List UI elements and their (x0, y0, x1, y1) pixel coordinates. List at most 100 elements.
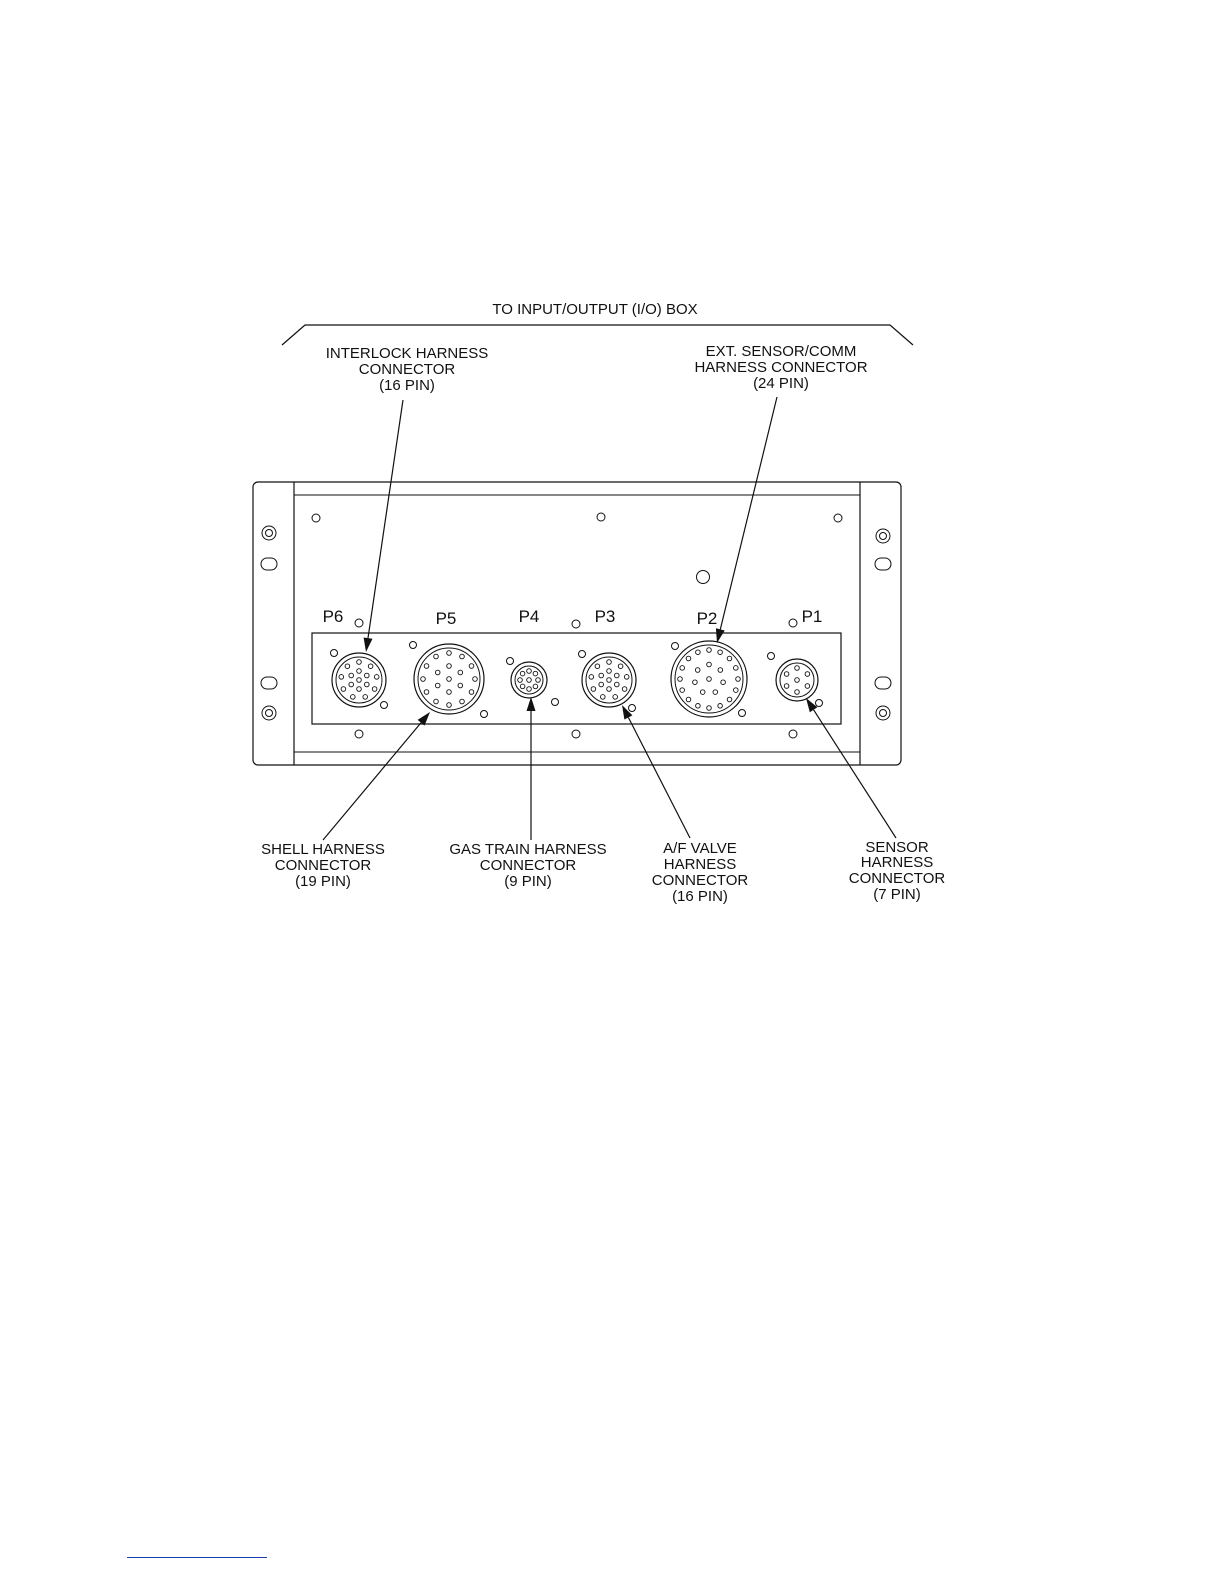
gas-train-callout-line-1: GAS TRAIN HARNESS (449, 841, 606, 858)
connector-p2-pin (707, 662, 712, 667)
connector-p4-pin (536, 678, 541, 683)
connector-p4-pin (518, 678, 523, 683)
connector-mount-hole (410, 642, 417, 649)
connector-mount-hole (381, 702, 388, 709)
connector-p2-pin (734, 688, 739, 693)
connector-p3-pin (599, 682, 604, 687)
leader-ext-sensor-arrowhead (716, 628, 725, 643)
connector-p5-pin (469, 664, 474, 669)
connector-p5-pin (447, 664, 452, 669)
connector-p2-pin (680, 688, 685, 693)
connector-p3-pin (607, 660, 612, 665)
connector-p1-pin (795, 666, 800, 671)
connector-p6-pin (341, 687, 346, 692)
connector-p2-pin (686, 656, 691, 661)
connector-p3-pin (607, 687, 612, 692)
connector-p5-pin (447, 677, 452, 682)
gas-train-callout-line-2: CONNECTOR (480, 857, 577, 874)
connector-p2-pin (696, 650, 701, 655)
connector-p1-pin (805, 672, 810, 677)
connector-mount-hole (768, 653, 775, 660)
connector-p2-pin (678, 677, 683, 682)
connector-p3-pin (615, 682, 620, 687)
leader-interlock-line (368, 400, 403, 638)
connector-p6-pin (357, 660, 362, 665)
connector-p5-pin (460, 699, 465, 704)
io-box-bracket (282, 325, 913, 345)
connector-p5-pin (447, 703, 452, 708)
connector-p2-pin (695, 668, 700, 673)
connector-p2 (671, 641, 747, 717)
connector-p5-pin (424, 664, 429, 669)
connector-p1-pin (805, 684, 810, 689)
connector-p5-pin (435, 683, 440, 688)
connector-p2-pin (707, 677, 712, 682)
connector-p6 (332, 653, 386, 707)
connector-p5-pin (447, 690, 452, 695)
sensor-callout-line-3: CONNECTOR (849, 870, 946, 887)
connector-mount-hole (552, 699, 559, 706)
connector-p2-pin (707, 648, 712, 653)
connector-p3-pin (601, 695, 606, 700)
connector-p6-pin (368, 664, 373, 669)
connector-p6-pin (357, 687, 362, 692)
connector-p2-pin (718, 704, 723, 709)
shell-callout-line-2: CONNECTOR (275, 857, 372, 874)
connector-plate (312, 633, 841, 724)
connector-p5-pin (469, 690, 474, 695)
connector-p4-pin (533, 684, 538, 689)
connector-p5-pin (435, 670, 440, 675)
leader-af-valve-line (628, 718, 690, 839)
connector-p2-pin (707, 706, 712, 711)
connector-p3-pin (615, 673, 620, 678)
leader-ext-sensor (716, 397, 777, 643)
connector-p2-pin (736, 677, 741, 682)
connector-p3-pin (589, 675, 594, 680)
connector-p6-pin (339, 675, 344, 680)
connector-p4-pin (527, 678, 532, 683)
af-valve-callout-line-4: (16 PIN) (672, 888, 728, 905)
leader-af-valve (622, 705, 690, 838)
connector-p2-pin (700, 690, 705, 695)
sensor-callout-line-2: HARNESS (861, 854, 934, 871)
connector-p5-pin (460, 654, 465, 659)
ext-sensor-callout-line-3: (24 PIN) (753, 375, 809, 392)
connector-p3-pin (607, 669, 612, 674)
leader-interlock-arrowhead (364, 638, 373, 653)
connector-p2-pin (693, 680, 698, 685)
connector-p3-pin (607, 678, 612, 683)
interlock-callout-line-2: CONNECTOR (359, 361, 456, 378)
shell-callout-line-3: (19 PIN) (295, 873, 351, 890)
connector-p1-pin (784, 684, 789, 689)
connector-p6-pin (351, 695, 356, 700)
connector-p3 (582, 653, 636, 707)
connector-p3-pin (599, 673, 604, 678)
port-label-p3: P3 (595, 607, 616, 626)
connector-mount-hole (507, 658, 514, 665)
interlock-callout-line-1: INTERLOCK HARNESS (326, 345, 489, 362)
shell-callout-line-1: SHELL HARNESS (261, 841, 385, 858)
gas-train-callout-line-3: (9 PIN) (504, 873, 552, 890)
connector-p3-pin (591, 687, 596, 692)
connector-p1-pin (795, 678, 800, 683)
connector-p6-pin (357, 669, 362, 674)
connector-mount-hole (331, 650, 338, 657)
connector-p6-pin (372, 687, 377, 692)
port-label-p5: P5 (436, 609, 457, 628)
connector-p5-pin (434, 699, 439, 704)
af-valve-callout-line-1: A/F VALVE (663, 840, 737, 857)
connector-p6-pin (365, 673, 370, 678)
connector-p2-pin (718, 668, 723, 673)
connector-p2-pin (727, 656, 732, 661)
connector-p5-pin (421, 677, 426, 682)
connector-p2-pin (721, 680, 726, 685)
connector-p2-pin (680, 666, 685, 671)
connector-p5-pin (473, 677, 478, 682)
footer-rule (127, 1557, 267, 1558)
connector-p6-pin (345, 664, 350, 669)
diagram-title: TO INPUT/OUTPUT (I/O) BOX (492, 301, 697, 318)
connector-p2-pin (713, 690, 718, 695)
connector-p5-pin (458, 670, 463, 675)
connectors (331, 641, 823, 718)
